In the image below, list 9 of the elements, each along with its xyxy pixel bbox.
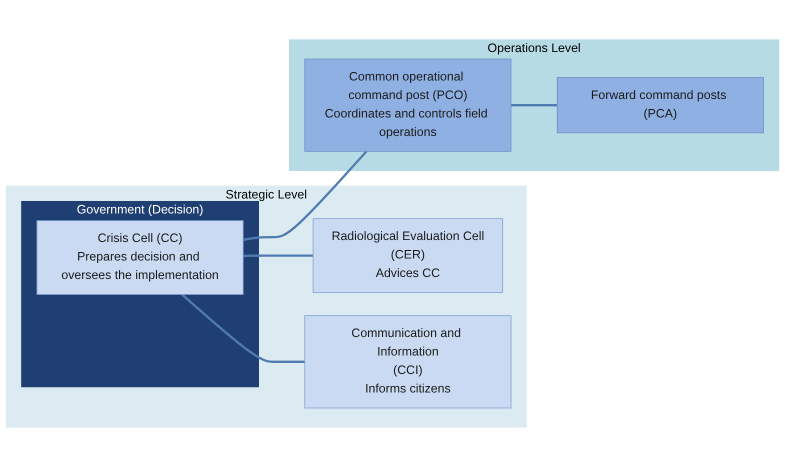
- connector: [243, 254, 314, 258]
- node-box: Common operational command post (PCO) Coordinates and controls field operations: [304, 58, 512, 152]
- connector: [181, 294, 305, 363]
- connector: [511, 104, 558, 106]
- node-box: Communication and Information (CCI) Informs citizens: [304, 315, 512, 408]
- connector: [243, 150, 368, 241]
- node-box: Crisis Cell (CC) Prepares decision and oversees the implementation: [36, 220, 244, 295]
- node-box: Radiological Evaluation Cell (CER) Advices CC: [312, 218, 504, 293]
- node-box: Forward command posts (PCA): [556, 77, 764, 134]
